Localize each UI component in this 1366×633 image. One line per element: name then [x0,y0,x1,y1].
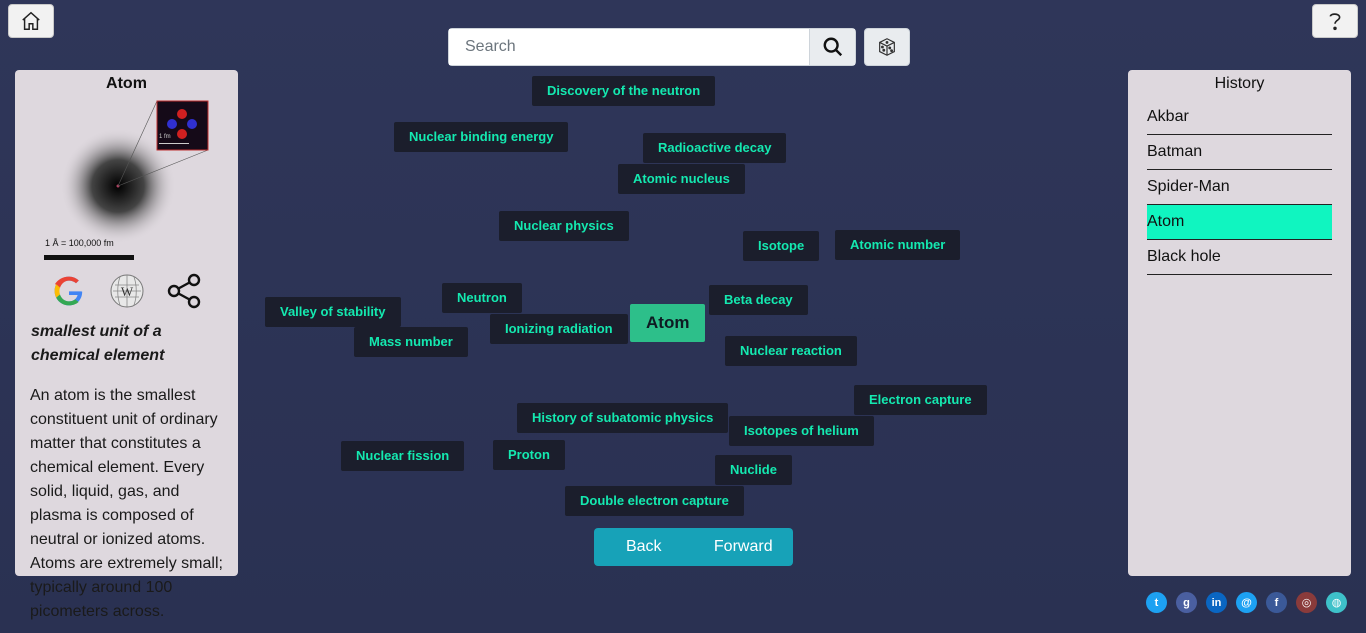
graph-node[interactable]: Double electron capture [565,486,744,516]
graph-node[interactable]: Neutron [442,283,522,313]
linkedin-icon[interactable]: in [1206,592,1227,613]
image-inset-caption: 1 fm [159,134,171,140]
article-panel: Atom 1 fm 1 Å = 100,000 fm [15,70,238,620]
twitter-icon[interactable]: t [1146,592,1167,613]
graph-node[interactable]: Discovery of the neutron [532,76,716,106]
share-icon [167,273,200,309]
dice-icon [879,38,895,56]
external-links: W [15,270,238,312]
graph-node[interactable]: Beta decay [709,285,808,315]
graph-node[interactable]: Valley of stability [265,297,401,327]
google-link[interactable] [50,272,88,310]
graph-node[interactable]: Radioactive decay [643,133,787,163]
website-icon[interactable]: ◍ [1326,592,1347,613]
facebook-icon[interactable]: f [1266,592,1287,613]
graph-node[interactable]: Atomic number [835,230,961,260]
home-icon [22,11,40,30]
history-item[interactable]: Akbar [1147,100,1332,135]
article-title: Atom [106,75,147,92]
google-icon [54,276,82,306]
search-button[interactable] [809,29,855,65]
wikipedia-link[interactable]: W [108,272,146,310]
search-icon [823,37,842,57]
graph-node[interactable]: Nuclide [715,455,792,485]
graph-node[interactable]: Nuclear reaction [725,336,857,366]
forward-button[interactable]: Forward [713,538,773,555]
back-button[interactable]: Back [625,538,662,555]
search-input[interactable] [449,29,809,65]
graph-node[interactable]: Mass number [354,327,468,357]
image-scale-caption: 1 Å = 100,000 fm [45,238,114,248]
wikipedia-icon: W [110,274,143,308]
graph-node[interactable]: Isotopes of helium [729,416,874,446]
question-icon [1329,13,1341,31]
graph-center-node[interactable]: Atom [630,304,706,342]
github-icon[interactable]: g [1176,592,1197,613]
share-link[interactable] [166,272,204,310]
history-list: Akbar Batman Spider-Man Atom Black hole [1128,100,1351,275]
random-article-button[interactable] [864,28,910,66]
history-item[interactable]: Spider-Man [1147,170,1332,205]
history-item-active[interactable]: Atom [1147,205,1332,240]
graph-node[interactable]: Atomic nucleus [618,164,745,194]
history-panel: History Akbar Batman Spider-Man Atom Bla… [1128,70,1351,576]
instagram-icon[interactable]: ◎ [1296,592,1317,613]
graph-node[interactable]: Nuclear binding energy [394,122,569,152]
article-summary: An atom is the smallest constituent unit… [30,387,223,620]
svg-text:W: W [120,284,133,299]
graph-node[interactable]: Electron capture [854,385,987,415]
history-item[interactable]: Black hole [1147,240,1332,275]
graph-node[interactable]: Isotope [743,231,820,261]
graph-node[interactable]: Ionizing radiation [490,314,628,344]
history-item[interactable]: Batman [1147,135,1332,170]
home-button[interactable] [8,4,54,38]
graph-node[interactable]: History of subatomic physics [517,403,729,433]
article-image: 1 fm 1 Å = 100,000 fm [15,98,238,268]
graph-node[interactable]: Nuclear fission [341,441,465,471]
email-icon[interactable]: @ [1236,592,1257,613]
search-bar [448,28,856,66]
graph-node[interactable]: Nuclear physics [499,211,629,241]
article-tagline: smallest unit of a chemical element [31,323,165,364]
help-button[interactable] [1312,4,1358,38]
history-title: History [1214,75,1265,92]
graph-node[interactable]: Proton [493,440,565,470]
navigation-buttons: Back Forward [594,528,793,566]
